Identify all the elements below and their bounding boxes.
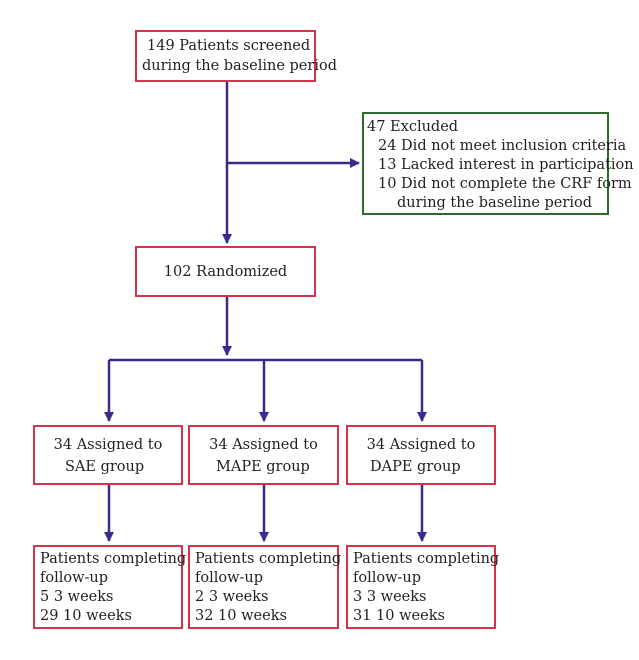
dape-completion-line-1: Patients completing — [353, 551, 500, 567]
mape-completion-line-2: follow-up — [195, 570, 264, 586]
sae-completion-10weeks: 29 10 weeks — [40, 608, 132, 624]
mape-assigned-line-2: MAPE group — [216, 459, 310, 475]
excluded-reason-4: during the baseline period — [397, 195, 592, 211]
sae-assigned-box: 34 Assigned to SAE group — [33, 425, 183, 485]
dape-completion-10weeks: 31 10 weeks — [353, 608, 445, 624]
dape-completion-3weeks: 3 3 weeks — [353, 589, 427, 605]
dape-assigned-line-2: DAPE group — [370, 459, 461, 475]
randomized-label: 102 Randomized — [163, 264, 288, 280]
excluded-title: 47 Excluded — [367, 119, 459, 135]
dape-assigned-box: 34 Assigned to DAPE group — [346, 425, 496, 485]
dape-completion-line-2: follow-up — [353, 570, 422, 586]
mape-assigned-line-1: 34 Assigned to — [209, 437, 318, 453]
screened-line-1: 149 Patients screened — [147, 38, 311, 54]
mape-completion-line-1: Patients completing — [195, 551, 342, 567]
sae-assigned-line-1: 34 Assigned to — [53, 437, 163, 453]
mape-assigned-box: 34 Assigned to MAPE group — [188, 425, 339, 485]
sae-assigned-line-2: SAE group — [65, 459, 145, 475]
sae-completion-line-2: follow-up — [40, 570, 109, 586]
randomized-box: 102 Randomized — [135, 246, 316, 297]
sae-completion-3weeks: 5 3 weeks — [40, 589, 114, 605]
excluded-reason-1: 24 Did not meet inclusion criteria — [378, 138, 627, 154]
mape-completion-10weeks: 32 10 weeks — [195, 608, 287, 624]
sae-completion-line-1: Patients completing — [40, 551, 187, 567]
screened-box: 149 Patients screened during the baselin… — [135, 30, 337, 82]
mape-completion-3weeks: 2 3 weeks — [195, 589, 269, 605]
dape-assigned-line-1: 34 Assigned to — [366, 437, 476, 453]
screened-line-2: during the baseline period — [142, 58, 337, 74]
excluded-box: 47 Excluded 24 Did not meet inclusion cr… — [362, 112, 634, 215]
excluded-reason-3: 10 Did not complete the CRF form — [378, 176, 632, 192]
excluded-reason-2: 13 Lacked interest in participation — [378, 157, 634, 173]
dape-completion-box: Patients completing follow-up 3 3 weeks … — [346, 545, 500, 629]
mape-completion-box: Patients completing follow-up 2 3 weeks … — [188, 545, 342, 629]
sae-completion-box: Patients completing follow-up 5 3 weeks … — [33, 545, 187, 629]
